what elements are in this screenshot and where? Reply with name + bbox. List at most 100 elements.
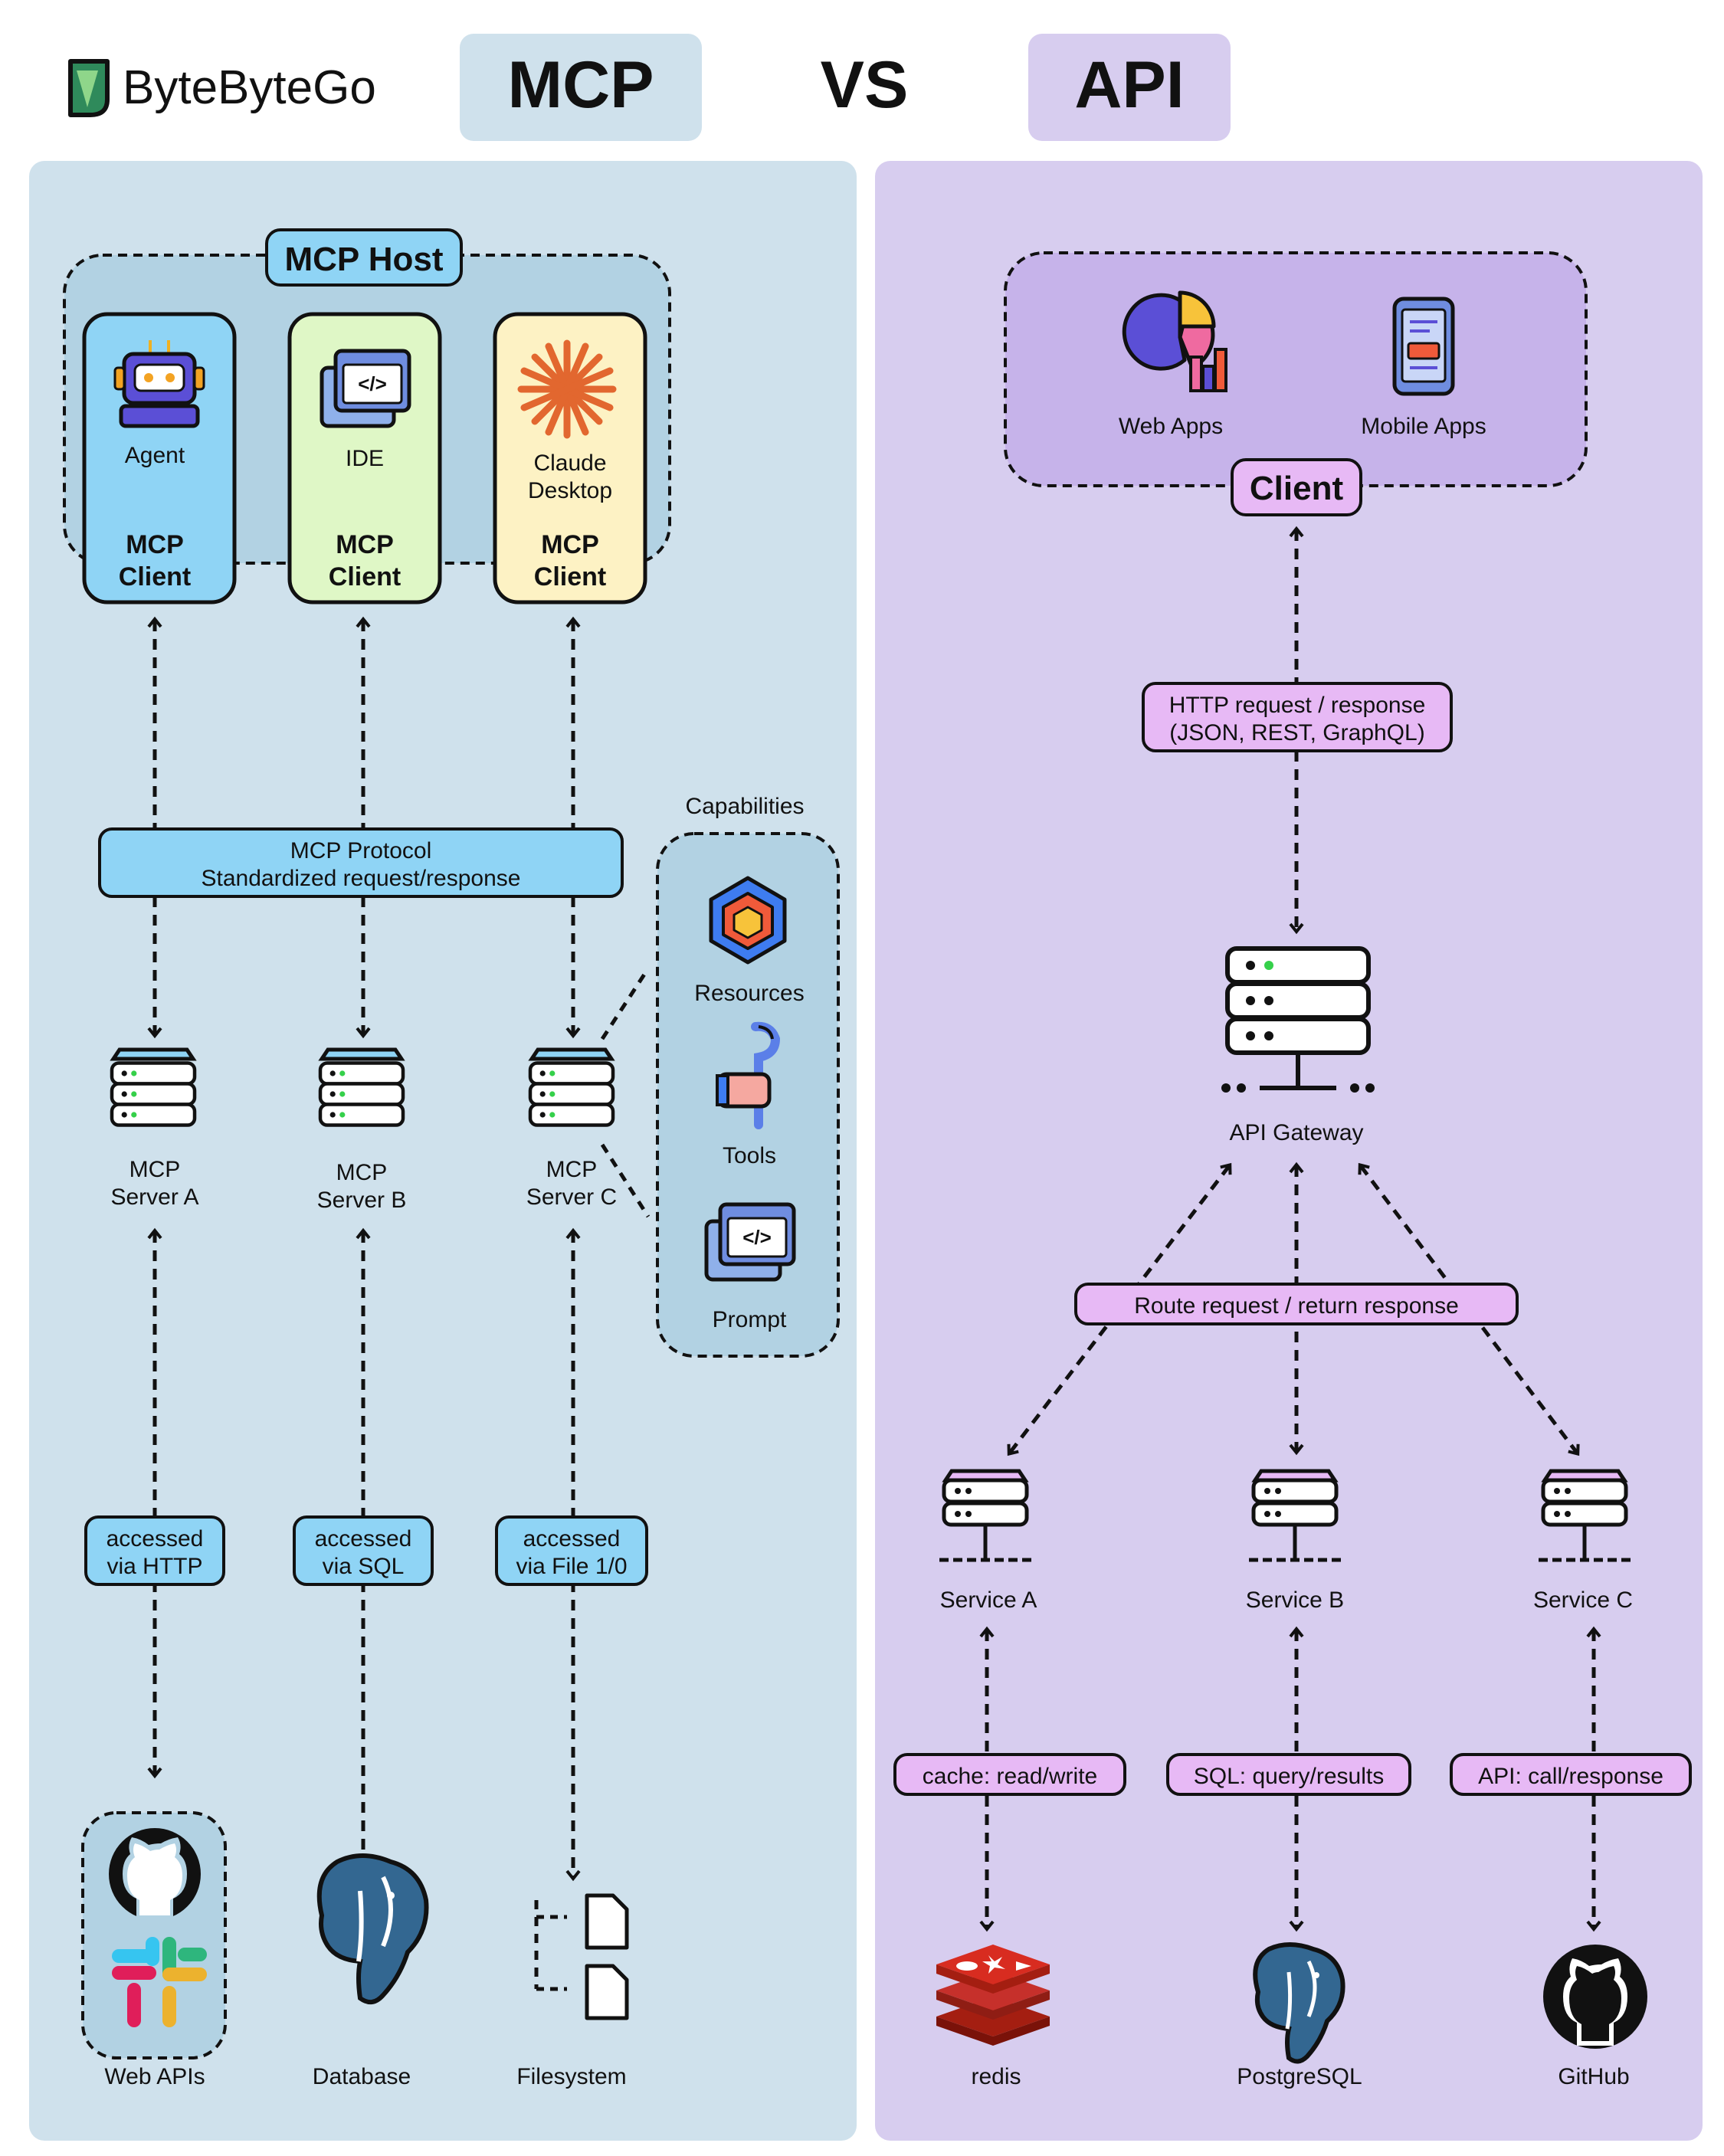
service-label: Service A: [940, 1588, 1037, 1613]
backend-label: GitHub: [1558, 2064, 1629, 2089]
http-label: HTTP request / response (JSON, REST, Gra…: [1142, 682, 1453, 752]
svg-text:Server C: Server C: [526, 1184, 617, 1210]
svg-text:</>: </>: [358, 372, 387, 395]
postgresql-elephant-icon: [316, 1853, 429, 2005]
vs-label: VS: [821, 48, 909, 122]
api-gateway-icon: [1221, 946, 1375, 1093]
mcp-server-b: MCP Server B: [317, 1047, 406, 1213]
code-window-icon: </>: [320, 349, 411, 428]
service-b: Service B: [1246, 1469, 1344, 1613]
brand-name: ByteByteGo: [123, 61, 376, 114]
svg-text:accessed: accessed: [523, 1526, 621, 1551]
robot-icon: [113, 340, 205, 428]
link-label-sql: SQL: query/results: [1166, 1753, 1411, 1796]
svg-text:(JSON, REST, GraphQL): (JSON, REST, GraphQL): [1169, 720, 1424, 745]
github-backend: GitHub: [1543, 1945, 1647, 2089]
link-label-api: API: call/response: [1450, 1753, 1692, 1796]
resources-icon: [709, 876, 787, 965]
gateway-service-arrows: [1007, 1162, 1580, 1456]
mobile-apps-icon: [1392, 297, 1455, 396]
brand-logo: ByteByteGo: [68, 59, 376, 117]
capabilities-title: Capabilities: [685, 794, 804, 819]
client-app-label: Web Apps: [1119, 414, 1223, 439]
tools-icon: [716, 1021, 781, 1129]
svg-text:HTTP request / response: HTTP request / response: [1169, 693, 1426, 718]
service-c: Service C: [1533, 1469, 1633, 1613]
svg-text:Client: Client: [119, 562, 191, 591]
svg-text:SQL: query/results: SQL: query/results: [1194, 1764, 1384, 1789]
svg-text:via File 1/0: via File 1/0: [516, 1554, 627, 1579]
claude-starburst-icon: [517, 339, 617, 439]
redis-icon: [936, 1945, 1050, 2046]
prompt-icon: </>: [704, 1202, 796, 1282]
svg-text:MCP: MCP: [126, 530, 184, 559]
service-label: Service B: [1246, 1588, 1344, 1613]
capability-prompt: Prompt: [713, 1307, 787, 1332]
svg-text:MCP: MCP: [336, 530, 394, 559]
svg-text:cache: read/write: cache: read/write: [923, 1764, 1097, 1789]
mcp-server-c: MCP Server C: [526, 1047, 617, 1210]
svg-text:MCP Protocol: MCP Protocol: [290, 838, 432, 863]
postgresql-elephant-icon: [1253, 1942, 1345, 2064]
target-label: Web APIs: [104, 2064, 205, 2089]
service-a: Service A: [939, 1469, 1037, 1613]
access-label-http: accessed via HTTP: [84, 1515, 225, 1586]
client-app-name: Agent: [125, 443, 185, 468]
backend-label: redis: [971, 2064, 1021, 2089]
capability-resources: Resources: [694, 981, 804, 1006]
route-label: Route request / return response: [1074, 1283, 1519, 1325]
client-card-claude: Claude Desktop MCP Client: [493, 312, 647, 605]
mcp-protocol-label: MCP Protocol Standardized request/respon…: [98, 827, 624, 898]
github-icon: [1543, 1945, 1647, 2049]
bytebytego-logo-icon: [68, 59, 110, 117]
svg-text:MCP: MCP: [541, 530, 599, 559]
svg-text:Desktop: Desktop: [528, 478, 612, 503]
svg-text:MCP: MCP: [129, 1157, 181, 1182]
mcp-title: MCP: [507, 48, 654, 122]
svg-text:via SQL: via SQL: [323, 1554, 405, 1579]
svg-text:API: call/response: API: call/response: [1478, 1764, 1663, 1789]
svg-text:MCP: MCP: [336, 1160, 388, 1185]
mcp-title-badge: MCP: [460, 34, 702, 141]
svg-text:Standardized request/response: Standardized request/response: [202, 866, 521, 891]
redis-backend: redis: [936, 1945, 1050, 2089]
svg-text:Client: Client: [534, 562, 606, 591]
client-card-ide: </> IDE MCP Client: [287, 312, 442, 605]
svg-text:Server A: Server A: [110, 1184, 198, 1210]
access-label-sql: accessed via SQL: [293, 1515, 434, 1586]
slack-icon: [112, 1937, 207, 2027]
link-label-cache: cache: read/write: [893, 1753, 1126, 1796]
client-app-label: Mobile Apps: [1361, 414, 1486, 439]
api-title: API: [1074, 48, 1184, 122]
svg-text:Client: Client: [1250, 470, 1344, 507]
api-panel: [875, 161, 1703, 2141]
svg-text:Route request / return respons: Route request / return response: [1134, 1293, 1459, 1319]
api-title-badge: API: [1028, 34, 1231, 141]
mcp-panel: [29, 161, 857, 2141]
svg-text:MCP Host: MCP Host: [285, 241, 444, 278]
client-container: [1004, 251, 1588, 487]
client-card-agent: Agent MCP Client: [82, 312, 237, 605]
svg-text:accessed: accessed: [107, 1526, 204, 1551]
mcp-server-a: MCP Server A: [110, 1047, 199, 1210]
svg-text:MCP: MCP: [546, 1157, 598, 1182]
client-app-name: IDE: [346, 446, 384, 471]
access-label-file: accessed via File 1/0: [495, 1515, 648, 1586]
capability-tools: Tools: [723, 1143, 776, 1168]
client-label: Client: [1231, 458, 1362, 516]
svg-text:Client: Client: [329, 562, 401, 591]
service-label: Service C: [1533, 1588, 1633, 1613]
svg-text:accessed: accessed: [315, 1526, 412, 1551]
postgresql-backend: PostgreSQL: [1237, 1942, 1362, 2089]
svg-text:</>: </>: [742, 1226, 772, 1249]
capabilities-connectors: [600, 967, 651, 1218]
github-icon: [109, 1828, 201, 1920]
api-gateway-label: API Gateway: [1229, 1120, 1363, 1145]
target-label: Database: [313, 2064, 411, 2089]
target-label: Filesystem: [516, 2064, 626, 2089]
file-tree-icon: [534, 1893, 629, 2020]
backend-label: PostgreSQL: [1237, 2064, 1362, 2089]
database-target: Database: [313, 1853, 429, 2089]
svg-text:Claude: Claude: [533, 451, 606, 476]
